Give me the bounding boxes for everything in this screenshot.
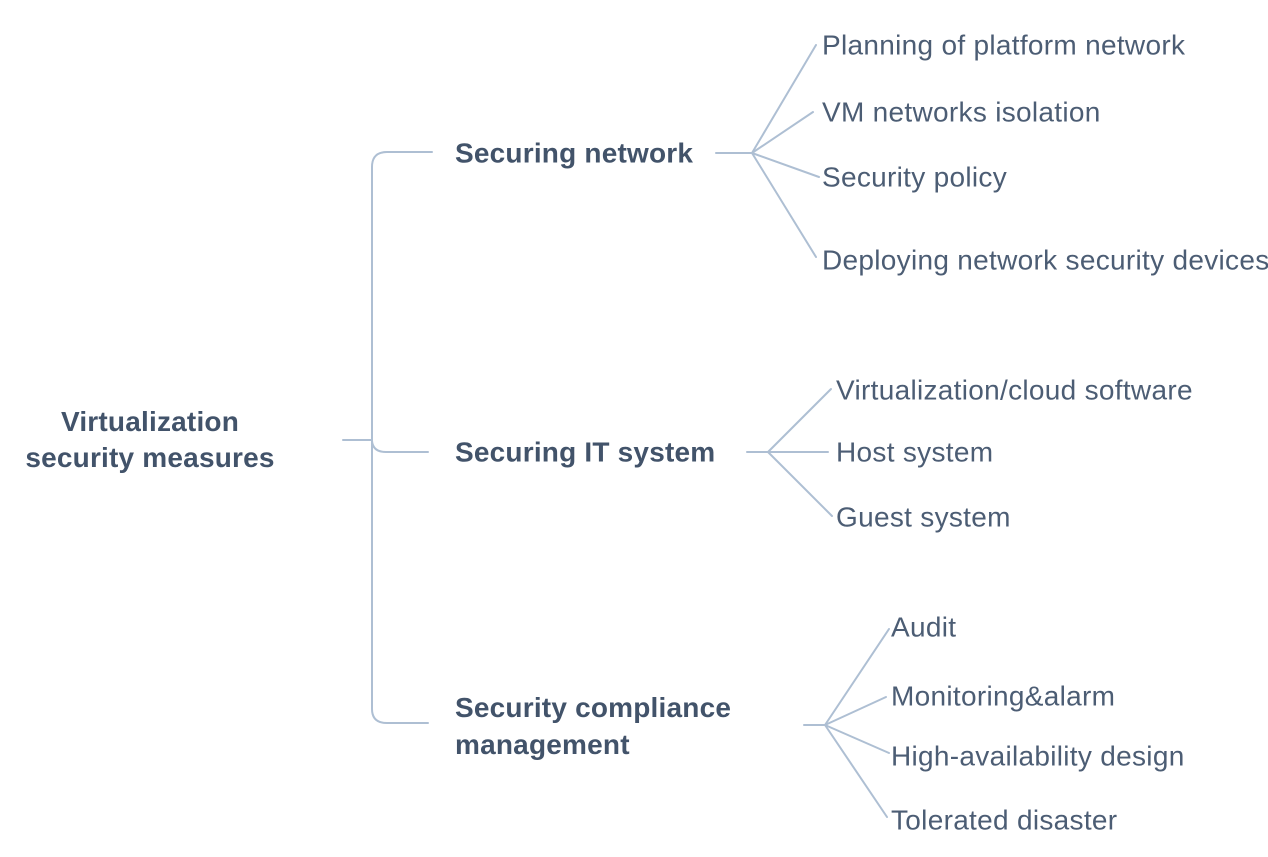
leaf-tolerated-disaster: Tolerated disaster xyxy=(891,804,1118,836)
branch1-fan-line-2 xyxy=(751,111,814,154)
leaf-planning-of-platform-network: Planning of platform network xyxy=(822,29,1186,61)
branch-security-compliance-management: Security compliance management xyxy=(455,692,732,760)
leaf-deploying-network-security-devices: Deploying network security devices xyxy=(822,244,1268,276)
branch3-fan-line-3 xyxy=(824,724,890,754)
leaf-audit: Audit xyxy=(891,611,957,643)
branch-securing-network: Securing network xyxy=(455,137,694,169)
leaf-high-availability-design: High-availability design xyxy=(891,740,1185,772)
branch-securing-it-system: Securing IT system xyxy=(455,436,716,468)
trunk-line xyxy=(371,151,433,724)
middle-branch-line xyxy=(371,440,429,453)
root-node: Virtualization security measures xyxy=(25,406,275,473)
branch2-fan-line-1 xyxy=(767,388,832,453)
branch2-fan-line-3 xyxy=(767,451,833,517)
branch1-fan-line-3 xyxy=(751,152,820,178)
branch1-fan-line-1 xyxy=(751,44,817,154)
leaf-guest-system: Guest system xyxy=(836,501,1011,533)
branch3-fan-line-4 xyxy=(824,724,888,818)
leaf-security-policy: Security policy xyxy=(822,161,1008,193)
leaf-virtualization-cloud-software: Virtualization/cloud software xyxy=(836,374,1193,406)
leaf-host-system: Host system xyxy=(836,436,994,468)
leaf-monitoring-alarm: Monitoring&alarm xyxy=(891,680,1116,712)
branch3-fan-line-1 xyxy=(824,628,890,726)
branch1-fan-line-4 xyxy=(751,152,817,258)
branch3-fan-line-2 xyxy=(824,696,887,726)
leaf-vm-networks-isolation: VM networks isolation xyxy=(822,96,1101,128)
